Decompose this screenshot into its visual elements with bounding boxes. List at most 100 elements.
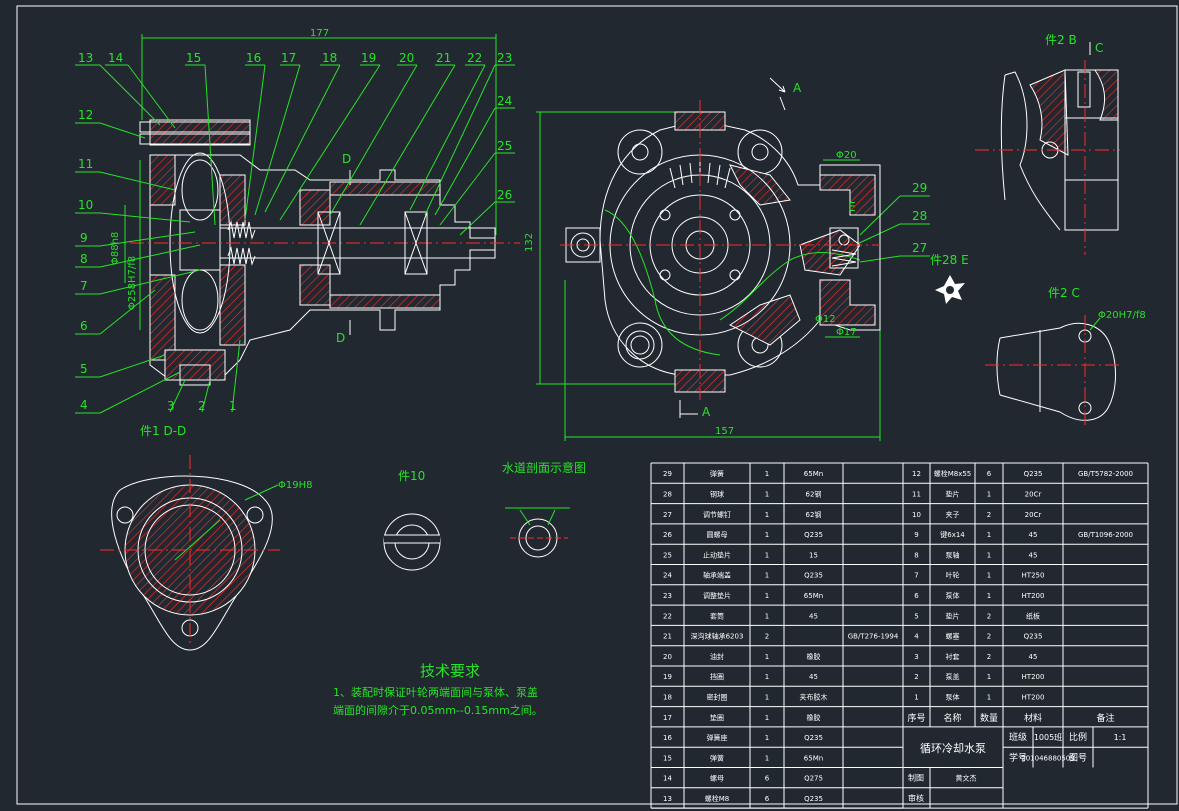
bom-right-mat: HT250 xyxy=(1022,572,1045,580)
label-29: 29 xyxy=(912,181,927,195)
tech-requirements: 技术要求 1、装配时保证叶轮两端面间与泵体、泵盖 端面的间隙介于0.05mm--… xyxy=(333,662,543,717)
view-b: 件2 B C xyxy=(975,33,1120,255)
bom-right-mat: 45 xyxy=(1029,653,1038,661)
bom-right-mat: Q235 xyxy=(1024,470,1043,478)
label-9: 9 xyxy=(80,231,88,245)
bom-right-name: 键6x14 xyxy=(940,530,965,539)
title-dwg-label: 图号 xyxy=(1069,752,1087,763)
bom-right-mat: 纸板 xyxy=(1026,611,1040,620)
dim-c-label: Φ20H7/f8 xyxy=(1098,310,1146,321)
bom-right-qty: 1 xyxy=(987,551,991,559)
main-view-title: 件1 D-D xyxy=(140,424,186,438)
bom-left-qty: 1 xyxy=(765,734,769,742)
bom-left-qty: 1 xyxy=(765,612,769,620)
bom-left-no: 22 xyxy=(663,612,672,620)
bom-left-mat: 65Mn xyxy=(804,470,823,478)
bom-right-name: 螺塞 xyxy=(946,632,960,641)
bom-left-name: 深沟球轴承6203 xyxy=(691,632,744,641)
view-e-title: 件28 E xyxy=(930,253,969,267)
bom-left-qty: 1 xyxy=(765,693,769,701)
bom-left-qty: 1 xyxy=(765,653,769,661)
tech-line1: 1、装配时保证叶轮两端面间与泵体、泵盖 xyxy=(333,685,538,699)
bom-right-no: 11 xyxy=(912,490,921,498)
bom-left-qty: 1 xyxy=(765,511,769,519)
section-a-top: A xyxy=(793,81,802,95)
bom-right-name: 泵体 xyxy=(946,591,960,600)
water-channel-view: 水道剖面示意图 xyxy=(502,460,586,558)
bom-right-no: 10 xyxy=(912,511,921,519)
bom-right-mat: HT200 xyxy=(1022,693,1045,701)
title-id-label: 学号 xyxy=(1009,751,1027,763)
flange-dim: Φ19H8 xyxy=(278,480,312,491)
bom-right-name: 泵体 xyxy=(946,692,960,701)
main-section-view: 177 xyxy=(110,28,520,438)
bom-header-name: 名称 xyxy=(943,712,961,724)
label-22: 22 xyxy=(467,51,482,65)
bom-right-no: 4 xyxy=(914,633,919,641)
view-b-c: C xyxy=(1095,41,1103,55)
label-1: 1 xyxy=(229,399,237,413)
bom-right-name: 垫片 xyxy=(946,489,960,498)
bom-left-no: 16 xyxy=(663,734,672,742)
label-26: 26 xyxy=(497,188,512,202)
bom-left-no: 20 xyxy=(663,653,672,661)
bom-left-mat: Q235 xyxy=(804,531,823,539)
bom-right-qty: 1 xyxy=(987,673,991,681)
bom-right-no: 9 xyxy=(914,531,918,539)
label-15: 15 xyxy=(186,51,201,65)
bom-left-mat: Q235 xyxy=(804,795,823,803)
bom-left-name: 垫圈 xyxy=(710,713,724,722)
bom-left-mat: 62钢 xyxy=(806,510,822,519)
bom-right-qty: 1 xyxy=(987,490,991,498)
bom-left-mat: 65Mn xyxy=(804,754,823,762)
bom-left-no: 28 xyxy=(663,490,672,498)
bom-left-name: 止动垫片 xyxy=(703,550,731,559)
bom-left-name: 油封 xyxy=(710,652,724,661)
bom-left-no: 14 xyxy=(663,775,672,783)
bom-right-qty: 2 xyxy=(987,633,991,641)
bom-left-name: 密封圈 xyxy=(707,692,728,701)
bom-right-name: 泵盖 xyxy=(946,672,960,681)
bom-left-no: 17 xyxy=(663,714,672,722)
label-3: 3 xyxy=(167,399,175,413)
title-scale-label: 比例 xyxy=(1069,731,1087,743)
bom-right-no: 8 xyxy=(914,551,918,559)
label-19: 19 xyxy=(361,51,376,65)
label-17: 17 xyxy=(281,51,296,65)
label-28: 28 xyxy=(912,209,927,223)
bom-left-name: 螺母 xyxy=(710,774,724,783)
bom-left-mat: 橡胶 xyxy=(807,713,821,722)
label-7: 7 xyxy=(80,279,88,293)
bom-left-mat: 45 xyxy=(809,612,818,620)
bom-right-mat: 20Cr xyxy=(1025,511,1042,519)
label-14: 14 xyxy=(108,51,123,65)
label-21: 21 xyxy=(436,51,451,65)
bom-left-qty: 1 xyxy=(765,551,769,559)
bom-right-note: GB/T1096-2000 xyxy=(1078,531,1133,539)
bom-right-name: 衬套 xyxy=(946,652,960,661)
bom-left-name: 弹簧 xyxy=(710,469,724,478)
bom-right-no: 5 xyxy=(914,612,918,620)
drawing-frame xyxy=(16,5,1178,805)
bom-left-no: 24 xyxy=(663,572,672,580)
label-23: 23 xyxy=(497,51,512,65)
title-name: 循环冷却水泵 xyxy=(920,742,986,755)
bom-left-no: 15 xyxy=(663,754,672,762)
front-view: 132 157 xyxy=(524,77,881,441)
bom-right-no: 7 xyxy=(914,572,918,580)
bom-left-mat: 夹布胶木 xyxy=(800,692,828,701)
bom-right-no: 1 xyxy=(914,693,918,701)
bom-right-qty: 1 xyxy=(987,693,991,701)
bom-right-qty: 1 xyxy=(987,592,991,600)
title-check-label: 审核 xyxy=(908,793,924,803)
bom-left-qty: 1 xyxy=(765,470,769,478)
label-18: 18 xyxy=(322,51,337,65)
label-24: 24 xyxy=(497,94,512,108)
bom-right-note: GB/T5782-2000 xyxy=(1078,470,1133,478)
bom-right-mat: 20Cr xyxy=(1025,490,1042,498)
bom-left-name: 挡圈 xyxy=(710,672,724,681)
title-scale-value: 1:1 xyxy=(1114,733,1127,742)
label-25: 25 xyxy=(497,139,512,153)
